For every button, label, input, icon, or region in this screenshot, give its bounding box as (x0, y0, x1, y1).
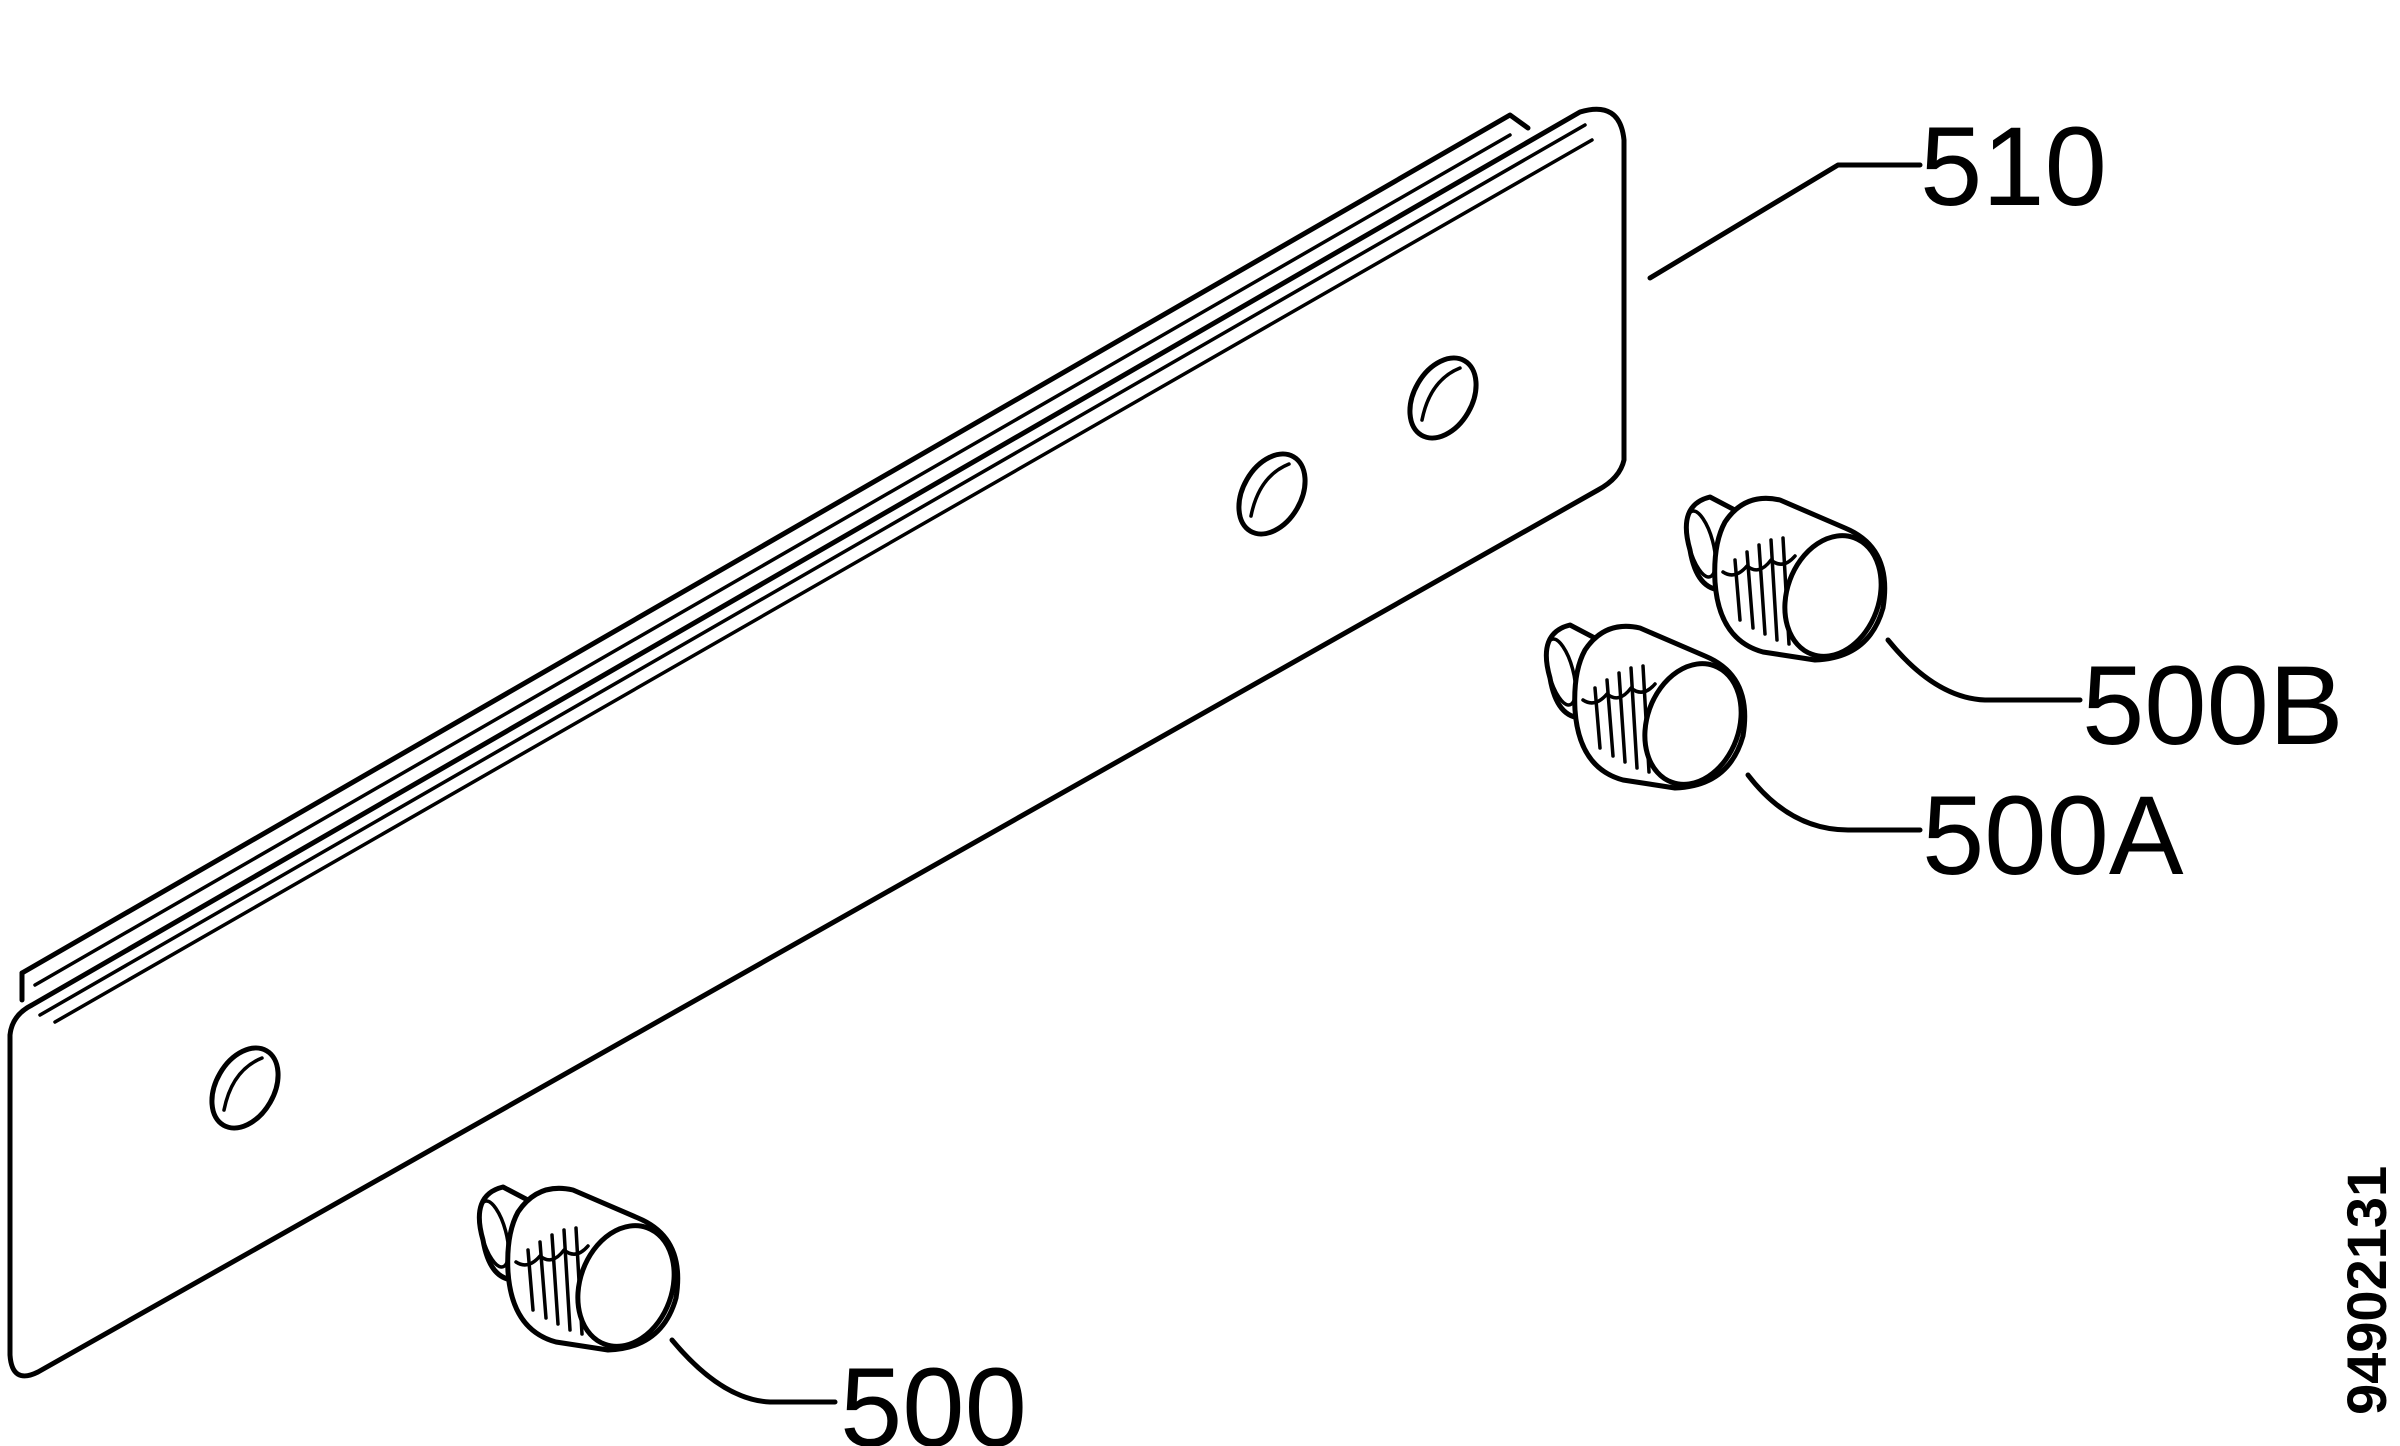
panel-hole-middle (1236, 451, 1308, 537)
callout-500: 500 (840, 1345, 1027, 1446)
control-panel (7, 106, 1627, 1379)
leader-line-500 (669, 1337, 838, 1405)
callout-500b: 500B (2082, 643, 2344, 768)
callout-500a: 500A (1922, 773, 2184, 898)
panel-hole-right (1407, 355, 1479, 441)
knob-500 (474, 1187, 691, 1360)
knob-500a (1541, 625, 1758, 798)
leader-line-510 (1647, 162, 1923, 281)
leader-line-500b (1885, 637, 2083, 703)
callout-510: 510 (1920, 104, 2107, 229)
panel-hole-left (209, 1045, 281, 1131)
document-number: 94902131 (2335, 1166, 2398, 1415)
leader-line-500a (1745, 772, 1923, 833)
knob-500b (1681, 497, 1898, 670)
